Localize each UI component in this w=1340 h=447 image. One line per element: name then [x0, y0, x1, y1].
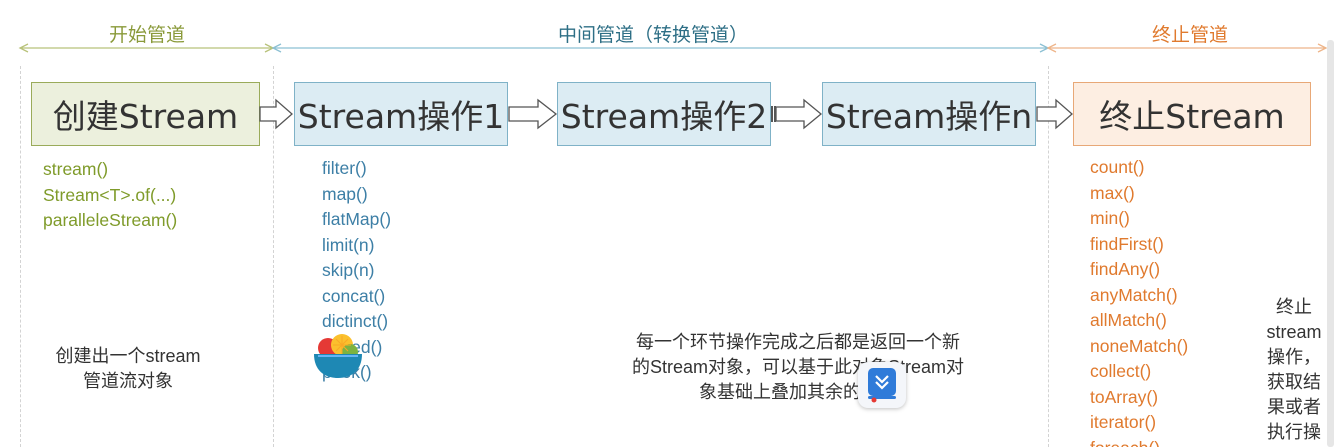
stage-label-middle: 中间管道（转换管道） [558, 24, 749, 46]
note-line: 象基础上叠加其余的操作 [699, 382, 897, 402]
list-item: skip(n) [322, 260, 375, 280]
separator-start-middle [273, 66, 274, 447]
list-item: flatMap() [322, 209, 392, 229]
flow-arrows [259, 98, 1073, 130]
list-item: Stream<T>.of(...) [43, 184, 177, 205]
middle-span-arrow [271, 43, 1050, 53]
list-item: concat() [322, 285, 386, 306]
stage-span-arrows [18, 43, 1328, 53]
list-item: findAny() [1090, 259, 1161, 279]
create-method-list: stream() Stream<T>.of(...) paralleleStre… [43, 157, 177, 234]
note-line: 管道流对象 [83, 371, 173, 391]
list-item: anyMatch() [1090, 284, 1178, 305]
flow-arrow-4 [1036, 98, 1073, 130]
list-item: foreach() [1090, 436, 1188, 447]
end-stream-box: 终止Stream [1073, 82, 1311, 146]
stream-op1-box: Stream操作1 [294, 82, 508, 146]
list-item: max() [1090, 182, 1135, 203]
note-line: 操作， [1267, 347, 1321, 367]
separator-middle-end [1048, 66, 1049, 447]
separator-left [20, 66, 21, 447]
list-item: allMatch() [1090, 310, 1167, 330]
list-item: paralleleStream() [43, 210, 178, 230]
list-item: stream() [43, 159, 109, 179]
list-item: collect() [1090, 361, 1152, 381]
note-line: 果或者 [1267, 397, 1321, 417]
list-item: dictinct() [322, 311, 389, 331]
list-item: iterator() [1090, 412, 1157, 432]
list-item: noneMatch() [1090, 335, 1189, 356]
fruit-bowl-icon[interactable] [312, 330, 364, 380]
middle-note: 每一个环节操作完成之后都是返回一个新 的Stream对象，可以基于此对象Stre… [596, 330, 1000, 405]
stream-opn-box: Stream操作n [822, 82, 1036, 146]
end-span-arrow [1046, 43, 1328, 53]
list-item: map() [322, 183, 368, 204]
create-note: 创建出一个stream 管道流对象 [36, 344, 220, 394]
end-note: 终止 stream 操作， 获取结 果或者 执行操 [1258, 295, 1330, 445]
scrollbar[interactable] [1327, 40, 1334, 447]
stage-label-start: 开始管道 [109, 24, 186, 46]
list-item: limit(n) [322, 234, 375, 255]
note-line: 每一个环节操作完成之后都是返回一个新 [636, 332, 960, 352]
bookmark-app-icon[interactable] [858, 362, 906, 408]
list-item: min() [1090, 208, 1130, 228]
note-line: 创建出一个stream [55, 346, 201, 366]
list-item: count() [1090, 157, 1145, 177]
list-item: findFirst() [1090, 233, 1164, 254]
stream-op2-box: Stream操作2 [557, 82, 771, 146]
start-span-arrow [18, 43, 275, 53]
note-line: 终止 [1276, 297, 1312, 317]
flow-arrow-3 [775, 98, 823, 130]
note-line: 执行操 [1267, 422, 1321, 442]
note-line: stream [1266, 322, 1322, 342]
stage-label-end: 终止管道 [1152, 24, 1229, 46]
note-line: 的Stream对象，可以基于此对象Stream对 [631, 357, 965, 377]
list-item: toArray() [1090, 386, 1159, 407]
flow-arrow-1 [259, 98, 293, 130]
flow-arrow-2 [508, 98, 558, 130]
note-line: 获取结 [1267, 372, 1321, 392]
terminal-method-list: count() max() min() findFirst() findAny(… [1090, 155, 1188, 447]
list-item: filter() [322, 158, 367, 178]
